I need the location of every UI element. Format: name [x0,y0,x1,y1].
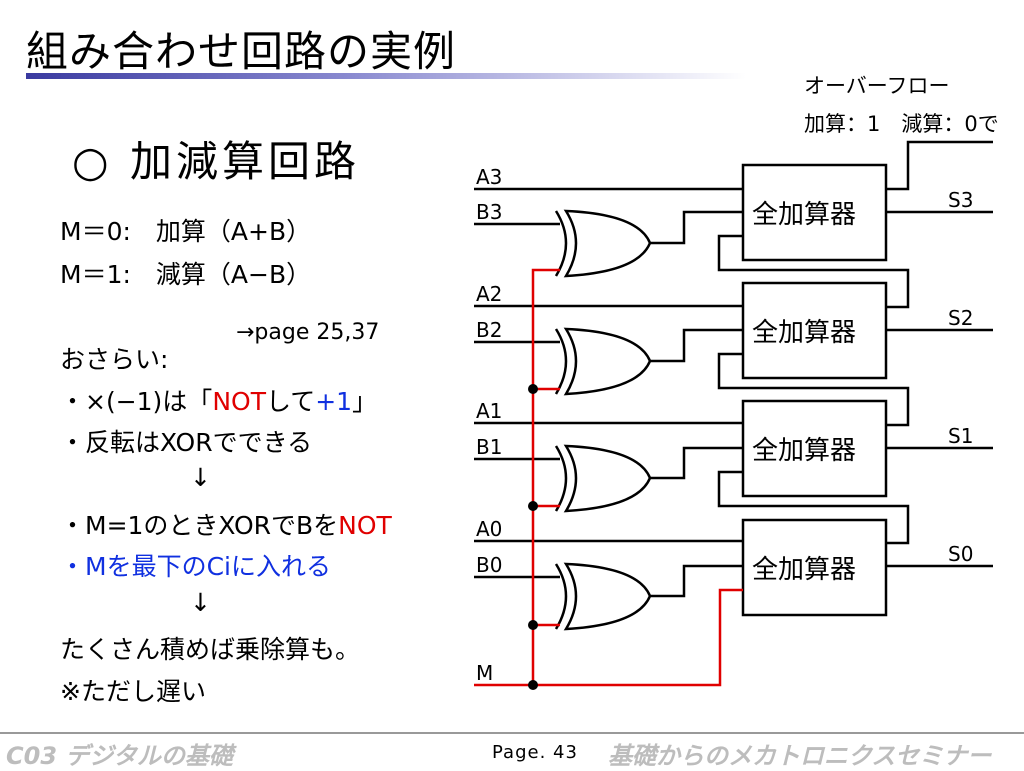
junction-dot [528,680,538,690]
label-a3: A3 [476,165,502,189]
full-adder [741,163,888,262]
full-adder-label: 全加算器 [752,436,856,466]
xor-gate [563,444,652,513]
full-adder-label: 全加算器 [752,200,856,230]
wire-carry [717,234,910,309]
review-line-m1-not: ・M=1のときXORでBをNOT [60,506,392,542]
wire-carry [717,470,910,545]
stage-3 [474,140,993,309]
overflow-condition: 加算：1 減算：0で [804,112,999,136]
page-title: 組み合わせ回路の実例 [26,27,457,76]
wire-xor-out [650,446,743,480]
review-line1-part: 」 [352,387,378,416]
junction-dot [528,501,538,511]
wire-xor-out [650,564,743,598]
mode-add-line: M＝0: 加算（A+B） [60,217,312,246]
review-line-mul-div: たくさん積めば乗除算も。 [60,635,361,664]
full-adder-label: 全加算器 [752,555,856,585]
xor-gate [563,209,652,278]
label-m: M [476,661,493,685]
label-b2: B2 [476,318,502,342]
review-line-slow: ※ただし遅い [60,677,206,706]
stage-2 [474,281,993,427]
mode-subtract-line: M＝1: 減算（A−B） [60,260,312,289]
overflow-label: オーバーフロー [804,74,950,98]
footer-course-title: C03 デジタルの基礎 [6,742,233,770]
xor-input-curve [554,210,568,277]
wire-overflow [886,140,993,191]
review-line1-part: して [265,387,316,416]
label-a2: A2 [476,282,502,306]
xor-gate [563,327,652,396]
wire-carry [717,352,910,427]
label-s1: S1 [948,424,973,448]
wire-xor-out [650,328,743,363]
not-highlight: NOT [338,511,392,540]
xor-input-curve [554,563,568,630]
label-b1: B1 [476,435,502,459]
wire-xor-out [650,210,743,245]
junction-dot [528,620,538,630]
page-reference: →page 25,37 [236,320,380,345]
xor-input-curve [554,445,568,512]
plus-one-highlight: +1 [315,387,353,416]
xor-input-curve [554,328,568,395]
footer-seminar-title: 基礎からのメカトロニクスセミナー [608,742,992,770]
down-arrow: ↓ [190,463,211,492]
full-adder [741,518,888,617]
not-highlight: NOT [212,387,266,416]
review-heading: おさらい: [60,345,169,374]
label-s3: S3 [948,188,973,212]
label-b3: B3 [476,200,502,224]
footer-divider [0,732,1024,734]
wire-m-carry-in [474,588,743,687]
page-number: Page. 43 [492,742,578,763]
title-underline [26,73,746,79]
label-b0: B0 [476,553,502,577]
full-adder [741,399,888,498]
stage-0 [474,518,993,631]
junction-dots [528,384,538,690]
label-s0: S0 [948,542,973,566]
xor-gate [563,562,652,631]
review-line-not-plus-one: ・×(−1)は「NOTして+1」 [60,382,377,418]
junction-dot [528,384,538,394]
section-heading: ○ 加減算回路 [72,137,360,186]
down-arrow: ↓ [190,588,211,617]
review-line3-part: ・M=1のときXORでBを [60,511,339,540]
label-s2: S2 [948,306,973,330]
review-line-xor: ・反転はXORでできる [60,428,313,457]
full-adder-label: 全加算器 [752,318,856,348]
review-line1-part: ・×(−1)は「 [60,387,213,416]
review-line-carry-in: ・Mを最下のCiに入れる [60,552,331,581]
label-a1: A1 [476,399,502,423]
label-a0: A0 [476,517,502,541]
stage-1 [474,399,993,545]
wire-m-bus [531,268,560,685]
